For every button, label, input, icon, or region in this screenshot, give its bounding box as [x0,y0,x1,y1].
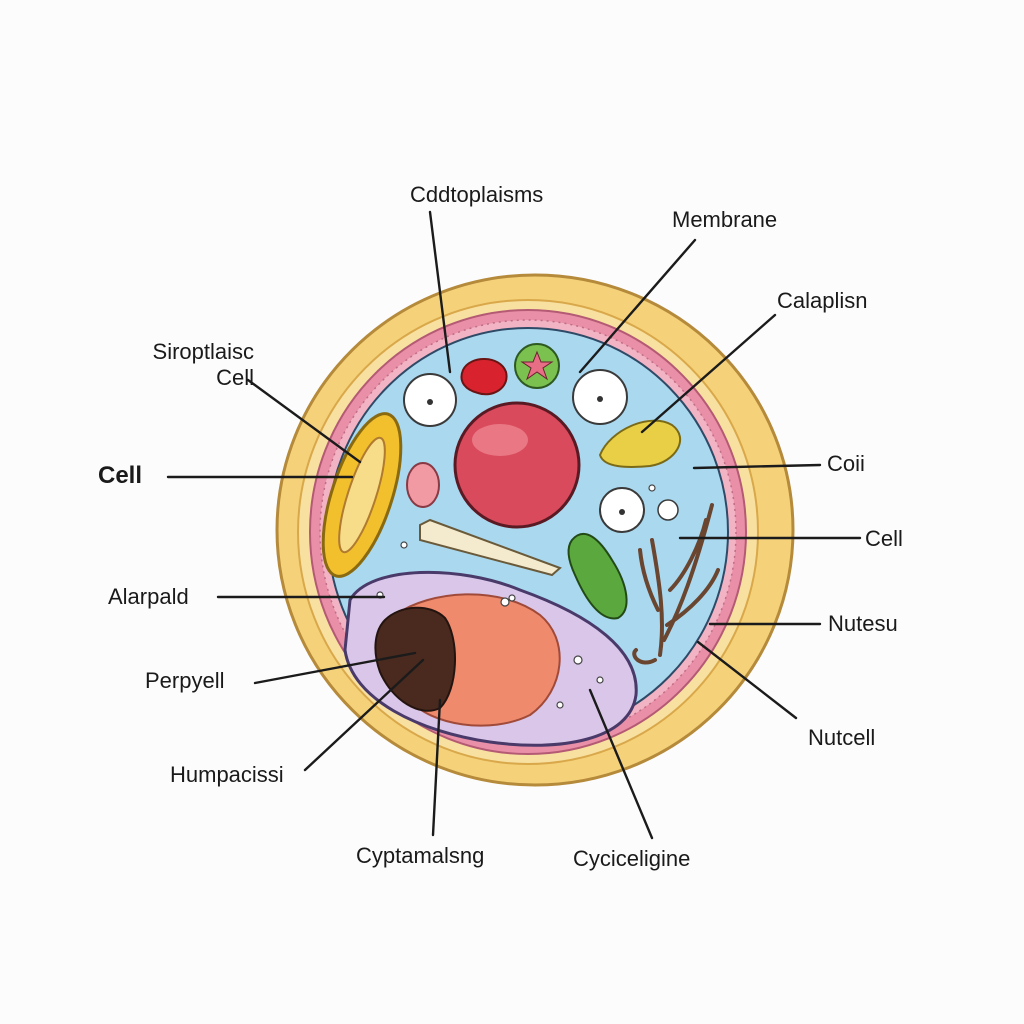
vesicle-mid-right-dot [619,509,625,515]
label-cddtoplaisms: Cddtoplaisms [410,182,544,207]
label-perpyell: Perpyell [145,668,225,693]
leader-humpacissi [303,658,425,772]
vesicle-top-left-dot [427,399,433,405]
label-siroptlaisc-line2: Cell [216,365,254,390]
label-siroptlaisc: Siroptlaisc Cell [128,339,254,391]
rod-organelle [419,518,562,577]
yellow-organelle [598,419,682,468]
granules [376,484,656,709]
leader-cyptamalsng [431,698,442,837]
leader-cddtoplaisms [428,210,452,374]
label-membrane: Membrane [672,207,778,232]
label-cell-right: Cell [865,526,903,551]
label-nutesu: Nutesu [828,611,898,636]
chloroplast-inner [338,436,386,554]
red-organelle [460,358,508,396]
label-cell-left: Cell [98,462,143,489]
leader-cyciceligine [588,688,654,840]
pink-organelle [406,462,440,508]
label-siroptlaisc-line1: Siroptlaisc [152,339,254,364]
star-icon [520,350,554,381]
leader-calaplisn [640,313,777,434]
label-alarpald: Alarpald [108,584,189,609]
leader-perpyell [253,651,417,685]
green-organelle [567,533,628,620]
label-cyptamalsng: Cyptamalsng [356,843,485,868]
leader-siroptlaisc [246,378,362,464]
label-cyciceligine: Cyciceligine [573,846,691,871]
leader-coii [692,463,822,470]
vesicle-top-right-dot [597,396,603,402]
vesicle-small [657,499,679,521]
label-coii: Coii [827,451,865,476]
leader-membrane [578,238,697,374]
root-structure [632,503,720,665]
leader-nutcell [696,640,798,720]
nucleus-highlight [472,424,528,456]
nucleus [453,401,581,529]
label-humpacissi: Humpacissi [170,762,284,787]
label-calaplisn: Calaplisn [777,288,868,313]
label-nutcell: Nutcell [808,725,876,750]
leader-lines [166,210,862,840]
